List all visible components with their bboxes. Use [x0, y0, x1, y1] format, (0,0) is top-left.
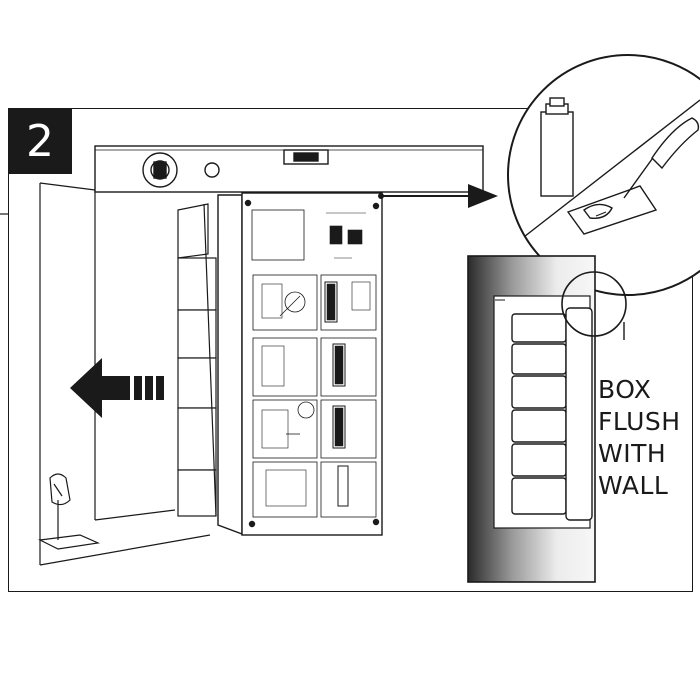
flush-label-line-3: WITH: [598, 439, 667, 468]
back-box-panel: [217, 192, 383, 536]
adhesive-tube-icon: [540, 97, 574, 197]
room-perspective: [39, 182, 211, 566]
adhesive-callout: [507, 54, 700, 296]
flush-label-line-4: WALL: [598, 471, 669, 500]
flush-label-line-1: BOX: [598, 375, 652, 404]
step-number-badge: 2: [8, 108, 72, 174]
box-side-modules: [177, 203, 217, 517]
illustration-frame: [8, 108, 693, 592]
trowel-icon: [566, 117, 700, 235]
flush-label: BOX FLUSH WITH WALL: [598, 374, 698, 502]
pointer-arrow-icon: [378, 184, 498, 208]
flush-inset: [467, 255, 627, 583]
flush-label-line-2: FLUSH: [598, 407, 681, 436]
step-number: 2: [26, 115, 54, 167]
push-left-arrow-icon: [70, 358, 164, 418]
spirit-level-icon: [94, 145, 484, 193]
floor-plug-icon: [37, 473, 101, 550]
